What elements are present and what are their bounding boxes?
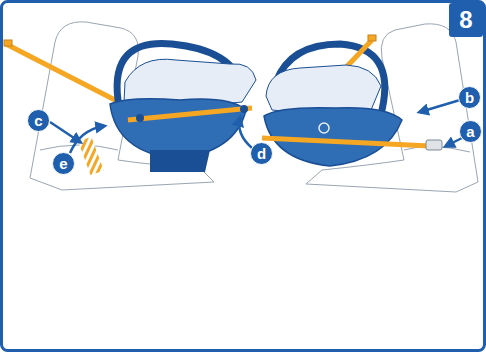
buckle-strap (78, 137, 103, 176)
step-number: 8 (449, 3, 483, 37)
belt-guide (240, 105, 248, 113)
callout-circle-shape (53, 153, 75, 175)
callout-letter-text: e (59, 156, 67, 171)
callout-letter: d (250, 142, 273, 165)
belt-anchor (368, 35, 376, 41)
callout-circle-shape (459, 87, 481, 109)
step-number-text: 8 (459, 8, 472, 32)
callout-letter: c (27, 109, 50, 132)
leader-arrow (446, 138, 462, 146)
callout-letter: a (459, 120, 482, 143)
callout-circle-shape (460, 121, 482, 143)
step-box-shape (449, 3, 483, 37)
callout-letter: e (52, 152, 75, 175)
lap-belt (128, 108, 252, 120)
callout-letter-text: d (257, 146, 266, 161)
callout-letter-text: c (34, 113, 42, 128)
belt-anchor (4, 40, 12, 46)
leader-arrow (420, 100, 460, 112)
carrier-shell (110, 99, 246, 159)
callout-letter-text: b (465, 90, 474, 105)
callout-circle-shape (251, 143, 273, 165)
callout-letter: b (458, 86, 481, 109)
leader-arrow (239, 118, 252, 148)
belt-buckle (426, 140, 442, 150)
carrier-foot (150, 150, 210, 172)
seat-seam (40, 145, 118, 150)
leader-arrow (70, 126, 104, 153)
belt-guide (136, 114, 144, 122)
carrier-interior (266, 65, 381, 113)
callout-circle-shape (28, 110, 50, 132)
carrier-logo (319, 123, 329, 133)
leader-arrow (50, 122, 80, 142)
callout-letter-text: a (466, 124, 474, 139)
lap-belt (262, 138, 430, 146)
